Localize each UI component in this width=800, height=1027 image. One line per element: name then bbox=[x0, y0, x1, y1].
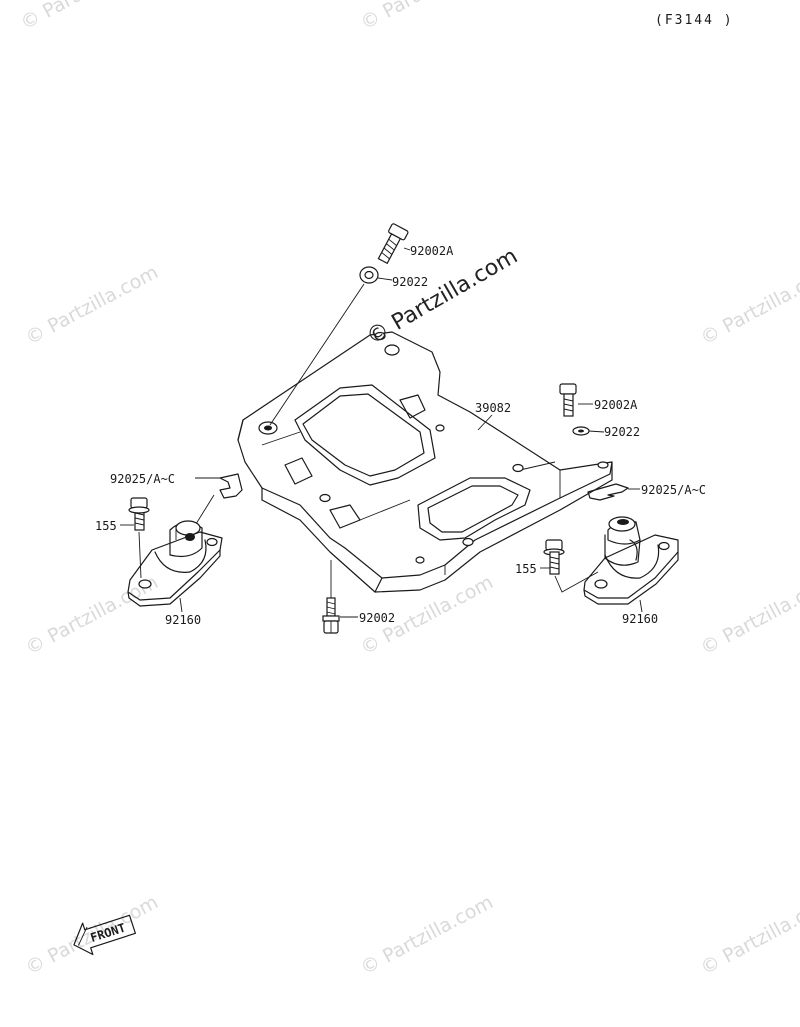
watermark-4: © Partzilla.com bbox=[697, 261, 800, 349]
label-92025-left: 92025/A~C bbox=[110, 472, 175, 486]
label-155-right: 155 bbox=[515, 562, 537, 576]
leader-line bbox=[588, 430, 605, 433]
label-92022-right: 92022 bbox=[604, 425, 640, 439]
bolt-92002-bottom[interactable] bbox=[322, 597, 340, 634]
assembly-leader bbox=[554, 571, 599, 593]
label-39082: 39082 bbox=[475, 401, 511, 415]
label-92160-left: 92160 bbox=[165, 613, 201, 627]
washer-92022-top[interactable] bbox=[359, 266, 379, 284]
label-92002-bottom: 92002 bbox=[359, 611, 395, 625]
watermark-9: © Partzilla.com bbox=[357, 891, 497, 979]
label-155-left: 155 bbox=[95, 519, 117, 533]
watermark-7: © Partzilla.com bbox=[697, 571, 800, 659]
label-92002a-top: 92002A bbox=[410, 244, 454, 258]
bolt-92002a-top[interactable] bbox=[375, 223, 409, 265]
bolt-92002a-right[interactable] bbox=[559, 383, 577, 417]
label-92160-right: 92160 bbox=[622, 612, 658, 626]
leader-line bbox=[639, 599, 643, 613]
washer-92022-right[interactable] bbox=[572, 426, 590, 436]
watermark-3: © Partzilla.com bbox=[22, 261, 162, 349]
leader-line bbox=[403, 247, 411, 251]
engine-mount-92160-right[interactable] bbox=[583, 516, 679, 605]
bolt-155-right[interactable] bbox=[543, 539, 565, 575]
diagram-code: (F3144 ) bbox=[655, 13, 734, 28]
leader-line bbox=[477, 414, 493, 431]
label-92022-top: 92022 bbox=[392, 275, 428, 289]
watermark-1: © Partzilla.com bbox=[17, 0, 157, 34]
label-92002a-right: 92002A bbox=[594, 398, 638, 412]
engine-mount-bracket[interactable] bbox=[237, 331, 613, 593]
leader-line bbox=[377, 277, 393, 281]
clip-92025-right[interactable] bbox=[587, 483, 629, 501]
watermark-10: © Partzilla.com bbox=[697, 891, 800, 979]
assembly-leader bbox=[138, 531, 142, 579]
leader-line bbox=[179, 597, 183, 613]
assembly-leader bbox=[269, 283, 365, 426]
watermark-2: © Partzilla.com bbox=[357, 0, 497, 34]
label-92025-right: 92025/A~C bbox=[641, 483, 706, 497]
bolt-155-left[interactable] bbox=[128, 497, 150, 531]
clip-92025-left[interactable] bbox=[219, 473, 243, 499]
engine-mount-92160-left[interactable] bbox=[127, 520, 223, 607]
